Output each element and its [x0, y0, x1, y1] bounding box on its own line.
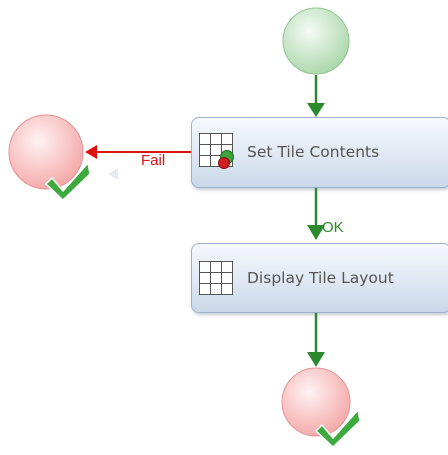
action-display-tile-layout[interactable]: Display Tile Layout	[191, 243, 448, 313]
arrowhead-icon	[307, 225, 325, 240]
faint-arrow-icon	[108, 168, 118, 180]
tile-grid-icon	[199, 133, 234, 169]
action-set-tile-contents[interactable]: Set Tile Contents	[191, 117, 448, 188]
tile-grid-icon	[199, 261, 233, 295]
start-node[interactable]	[282, 7, 350, 75]
action-label: Display Tile Layout	[247, 269, 394, 287]
arrowhead-icon	[307, 103, 325, 117]
end-node-success[interactable]	[281, 367, 351, 437]
arrowhead-icon	[307, 352, 325, 367]
action-label: Set Tile Contents	[247, 143, 380, 161]
ok-connector-label: OK	[322, 219, 344, 236]
arrowhead-icon	[85, 145, 97, 159]
end-node-fail[interactable]	[8, 114, 84, 190]
checkmark-icon	[315, 409, 361, 448]
checkmark-icon	[45, 162, 91, 201]
fail-connector-label: Fail	[141, 152, 166, 169]
